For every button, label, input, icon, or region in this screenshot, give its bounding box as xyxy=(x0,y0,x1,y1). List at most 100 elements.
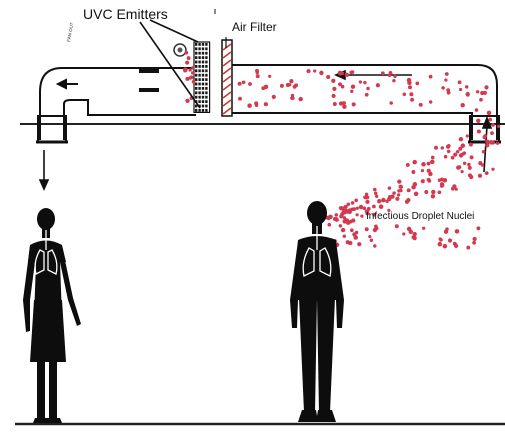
droplet-icon xyxy=(357,242,362,247)
uvc-emitter-cell xyxy=(198,43,201,46)
droplet-icon xyxy=(460,143,466,148)
droplet-icon xyxy=(404,199,410,204)
droplet-icon xyxy=(319,70,324,76)
droplet-icon xyxy=(387,73,392,77)
droplet-icon xyxy=(390,194,395,199)
droplet-icon xyxy=(338,205,344,211)
droplet-icon xyxy=(375,83,381,88)
droplet-icon xyxy=(421,162,426,167)
uvc-emitter-cell xyxy=(195,65,198,68)
droplet-icon xyxy=(482,90,487,95)
droplet-icon xyxy=(497,124,501,128)
droplet-icon xyxy=(392,191,396,195)
air-duct xyxy=(39,64,498,140)
uvc-emitter-cell xyxy=(198,109,201,112)
droplet-icon xyxy=(340,84,345,89)
droplet-icon xyxy=(350,89,354,93)
droplet-icon xyxy=(467,165,472,170)
droplet-icon xyxy=(468,142,473,147)
uvc-emitter-cell xyxy=(205,43,208,46)
droplet-icon xyxy=(428,171,433,177)
droplet-icon xyxy=(333,216,339,221)
droplet-icon xyxy=(467,173,473,178)
droplet-icon xyxy=(460,103,465,108)
uvc-emitter-cell xyxy=(198,91,201,95)
droplet-icon xyxy=(464,85,469,89)
uvc-emitter-cell xyxy=(195,73,198,77)
droplet-icon xyxy=(349,70,354,75)
droplet-icon xyxy=(476,129,481,134)
uvc-emitter-cell xyxy=(198,69,201,73)
droplet-icon xyxy=(348,240,353,246)
droplet-icon xyxy=(452,241,457,246)
droplet-icon xyxy=(490,131,494,135)
uvc-emitter-cell xyxy=(198,95,201,99)
droplet-icon xyxy=(475,90,480,94)
droplet-icon xyxy=(485,139,490,144)
droplet-icon xyxy=(442,243,448,249)
uvc-emitter-cell xyxy=(201,47,205,51)
filter-stripe xyxy=(222,99,232,107)
duct-vane xyxy=(139,69,159,73)
droplet-icon xyxy=(271,94,276,99)
uvc-emitter-cell xyxy=(198,82,201,86)
droplet-icon xyxy=(185,60,190,65)
filter-stripe xyxy=(222,51,232,59)
droplet-icon xyxy=(340,227,346,233)
uvc-emitters-label: UVC Emitters xyxy=(83,6,168,22)
droplet-icon xyxy=(450,155,455,160)
droplet-icon xyxy=(397,189,401,193)
uvc-emitter-cell xyxy=(205,109,208,112)
droplet-icon xyxy=(298,96,303,102)
droplet-icon xyxy=(290,96,294,100)
droplet-icon xyxy=(446,90,451,95)
droplet-icon xyxy=(396,193,401,197)
droplet-icon xyxy=(406,188,411,193)
droplet-icon xyxy=(327,222,332,227)
droplet-icon xyxy=(431,189,436,195)
droplet-icon xyxy=(238,96,242,101)
droplet-icon xyxy=(402,92,407,97)
filter-stripe xyxy=(222,59,232,67)
left-person-lungs xyxy=(34,230,58,275)
filter-stripe xyxy=(222,107,232,115)
uvc-emitter-grid xyxy=(193,41,211,114)
droplet-icon xyxy=(186,56,191,61)
droplet-icon xyxy=(429,100,433,104)
droplet-icon xyxy=(450,186,455,191)
droplet-icon xyxy=(443,154,448,159)
droplet-icon xyxy=(479,97,483,102)
uvc-emitter-cell xyxy=(201,100,205,103)
droplet-icon xyxy=(332,102,337,106)
droplet-icon xyxy=(341,208,346,214)
droplet-icon xyxy=(454,229,460,234)
droplet-icon xyxy=(430,194,436,199)
uvc-emitter-cell xyxy=(205,91,208,95)
droplet-icon xyxy=(375,194,379,198)
droplet-icon xyxy=(268,74,272,78)
droplet-icon xyxy=(372,187,377,192)
droplet-icon xyxy=(367,206,371,211)
droplet-icon xyxy=(444,78,448,82)
droplet-icon xyxy=(191,66,195,70)
droplet-icon xyxy=(466,93,470,97)
droplet-icon xyxy=(486,110,492,116)
droplet-icon xyxy=(373,244,377,248)
uvc-emitter-cell xyxy=(201,82,205,86)
uvc-emitter-cell xyxy=(195,56,198,59)
uvc-emitter-cell xyxy=(201,51,205,55)
droplet-icon xyxy=(411,184,416,190)
droplet-icon xyxy=(476,118,481,124)
droplet-icon xyxy=(375,226,379,231)
droplet-icon xyxy=(393,74,397,79)
droplet-icon xyxy=(344,218,350,223)
droplet-icon xyxy=(434,145,438,150)
droplet-icon xyxy=(456,165,461,170)
droplet-icon xyxy=(261,86,266,91)
droplet-icon xyxy=(398,184,403,189)
uvc-emitter-cell xyxy=(201,60,205,64)
droplet-icon xyxy=(338,82,342,87)
droplet-icon xyxy=(331,93,336,98)
droplet-icon xyxy=(351,102,356,107)
